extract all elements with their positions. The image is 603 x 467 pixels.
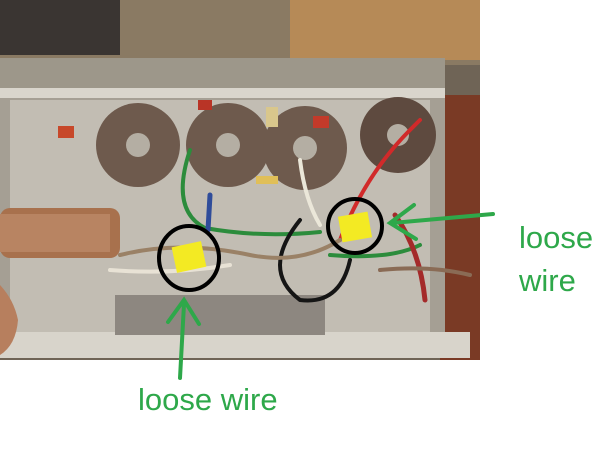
coil	[0, 208, 120, 258]
arrow-right	[386, 203, 495, 241]
resistor	[266, 107, 278, 127]
highlight-circle-left	[157, 224, 221, 292]
yellow-tape	[337, 211, 373, 243]
tube-socket	[96, 103, 180, 187]
highlight-circle-right	[326, 197, 384, 255]
annotation-right-label-line1: loose	[519, 220, 594, 255]
arrow-left	[166, 296, 201, 380]
yellow-tape	[171, 241, 207, 273]
annotation-right-label-line2: wire	[519, 263, 576, 298]
capacitor	[313, 116, 329, 128]
capacitor	[58, 126, 74, 138]
tube-socket	[360, 97, 436, 173]
tube-socket	[186, 103, 270, 187]
capacitor	[198, 100, 212, 110]
annotation-left-label: loose wire	[138, 382, 278, 417]
photo	[0, 0, 480, 360]
resistor	[256, 176, 278, 184]
